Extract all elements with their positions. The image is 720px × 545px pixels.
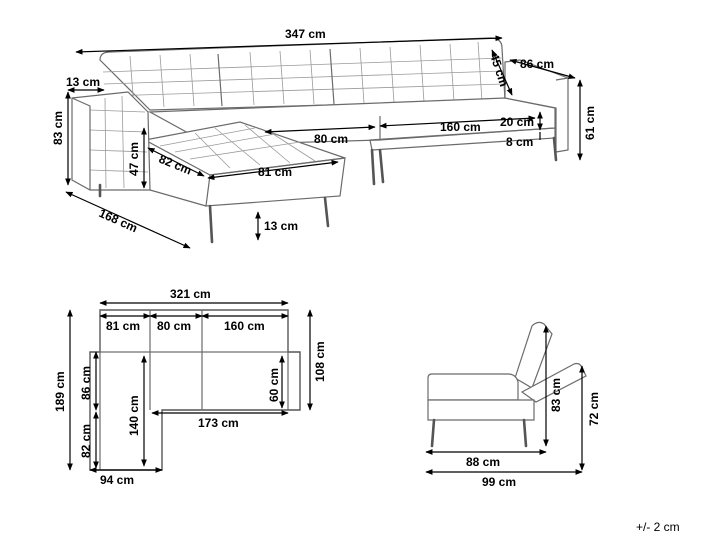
label-seat-depth: 86 cm xyxy=(520,57,554,71)
dim-section-mid xyxy=(264,124,376,135)
dim-chaise-depth xyxy=(147,147,205,177)
leg xyxy=(323,196,330,228)
top-back xyxy=(99,309,289,353)
label-top-seat-depth: 60 cm xyxy=(267,368,281,402)
label-chaise-total-depth: 168 cm xyxy=(97,206,140,235)
label-seat-frame: 8 cm xyxy=(506,135,533,149)
perspective-view: 347 cm 13 cm 83 cm 86 cm 45 cm 61 cm 20 … xyxy=(51,27,597,249)
left-arm xyxy=(71,91,151,191)
label-total-height: 83 cm xyxy=(51,111,65,145)
label-top-seat-run: 173 cm xyxy=(198,416,239,430)
label-top-total-depth: 189 cm xyxy=(53,371,67,412)
dim-section-right xyxy=(379,115,536,129)
dim-back-recline xyxy=(491,49,513,96)
label-seat-cushion: 20 cm xyxy=(500,115,534,129)
label-leg-height: 13 cm xyxy=(264,219,298,233)
side-view: 83 cm 72 cm 88 cm 99 cm xyxy=(425,321,601,489)
dim-chaise-total-depth xyxy=(65,191,191,249)
side-seat xyxy=(427,373,519,401)
label-top-chaise-width: 94 cm xyxy=(100,473,134,487)
dim-seat-depth xyxy=(509,58,576,80)
tolerance-note: +/- 2 cm xyxy=(636,520,680,534)
label-side-depth: 88 cm xyxy=(466,455,500,469)
label-side-depth-reclined: 99 cm xyxy=(482,475,516,489)
side-base xyxy=(427,399,535,421)
top-view: 321 cm 81 cm 80 cm 160 cm 108 cm 60 cm 1… xyxy=(53,287,327,487)
label-top-upper-depth: 86 cm xyxy=(79,366,93,400)
side-back xyxy=(514,321,553,389)
leg xyxy=(208,204,214,244)
label-top-chaise-length: 140 cm xyxy=(127,395,141,436)
label-top-total: 321 cm xyxy=(170,287,211,301)
label-total-width: 347 cm xyxy=(285,27,326,41)
dim-chaise-width xyxy=(207,159,339,181)
label-side-height-back: 83 cm xyxy=(549,378,563,412)
label-top-seg-left: 81 cm xyxy=(106,319,140,333)
label-top-seg-right: 160 cm xyxy=(224,319,265,333)
arm-tufting xyxy=(89,95,149,189)
label-section-mid: 80 cm xyxy=(314,132,348,146)
label-seat-height: 61 cm xyxy=(583,106,597,140)
label-arm-height: 47 cm xyxy=(127,142,141,176)
dim-total-width xyxy=(75,35,503,55)
label-top-back-depth: 108 cm xyxy=(313,341,327,382)
leg xyxy=(522,418,528,448)
leg xyxy=(378,148,385,184)
leg xyxy=(552,136,558,162)
label-arm-width: 13 cm xyxy=(66,75,100,89)
back-seam-1 xyxy=(217,53,223,107)
back-seam-2 xyxy=(329,48,335,105)
label-section-right: 160 cm xyxy=(440,120,481,134)
label-top-lower-depth: 82 cm xyxy=(79,424,93,458)
label-chaise-width: 81 cm xyxy=(258,165,292,179)
label-top-seg-mid: 80 cm xyxy=(157,319,191,333)
leg xyxy=(370,148,376,186)
label-side-height-reclined: 72 cm xyxy=(587,392,601,426)
leg xyxy=(430,418,436,448)
